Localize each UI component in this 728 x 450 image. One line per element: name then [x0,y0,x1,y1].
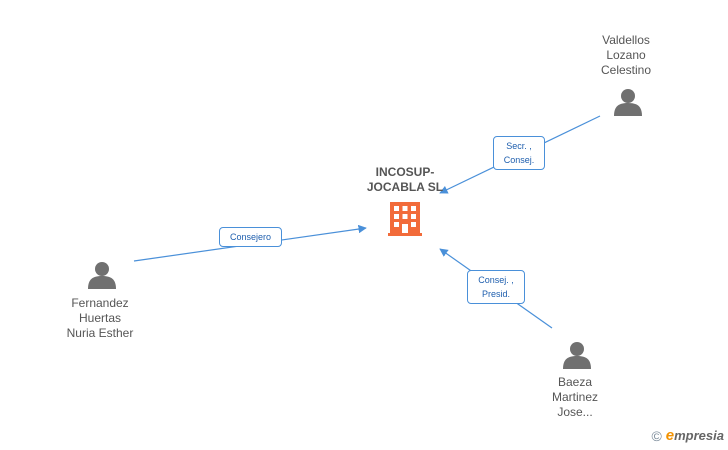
person-icon[interactable] [614,89,642,116]
person-name-line: Jose... [557,405,593,419]
copyright-symbol: © [651,427,662,444]
person-name-line: Valdellos [602,33,650,47]
person-name-line: Fernandez [71,296,129,310]
relation-label-consej-presid[interactable]: Consej. , Presid. [467,270,525,304]
company-name-line: JOCABLA SL [366,180,444,194]
person-name-line: Baeza [557,375,593,389]
person-icon[interactable] [88,262,116,289]
building-icon[interactable] [388,202,422,236]
relation-label-line: Consej. [503,155,535,165]
company-name[interactable]: INCOSUP- JOCABLA SL [345,165,465,195]
person-name-line: Celestino [600,63,652,77]
empresia-logo: empresia [666,427,724,444]
company-name-line: INCOSUP- [375,165,435,179]
logo-text: mpresia [674,428,724,443]
person-name-fernandez[interactable]: Fernandez Huertas Nuria Esther [40,296,160,341]
empresia-brand[interactable]: © empresia [651,427,724,444]
relation-label-line: Consejero [229,232,272,242]
person-name-line: Martinez [551,390,598,404]
relation-label-secr-consej[interactable]: Secr. , Consej. [493,136,545,170]
relation-label-line: Consej. , [478,275,514,285]
logo-initial: e [665,427,675,444]
relation-label-line: Presid. [481,289,510,299]
person-name-line: Nuria Esther [66,326,134,340]
person-icon[interactable] [563,342,591,369]
relation-label-line: Secr. , [506,141,532,151]
person-name-valdellos[interactable]: Valdellos Lozano Celestino [566,33,686,78]
person-name-baeza[interactable]: Baeza Martinez Jose... [515,375,635,420]
relation-label-consejero[interactable]: Consejero [219,227,282,247]
person-name-line: Lozano [606,48,646,62]
person-name-line: Huertas [78,311,122,325]
